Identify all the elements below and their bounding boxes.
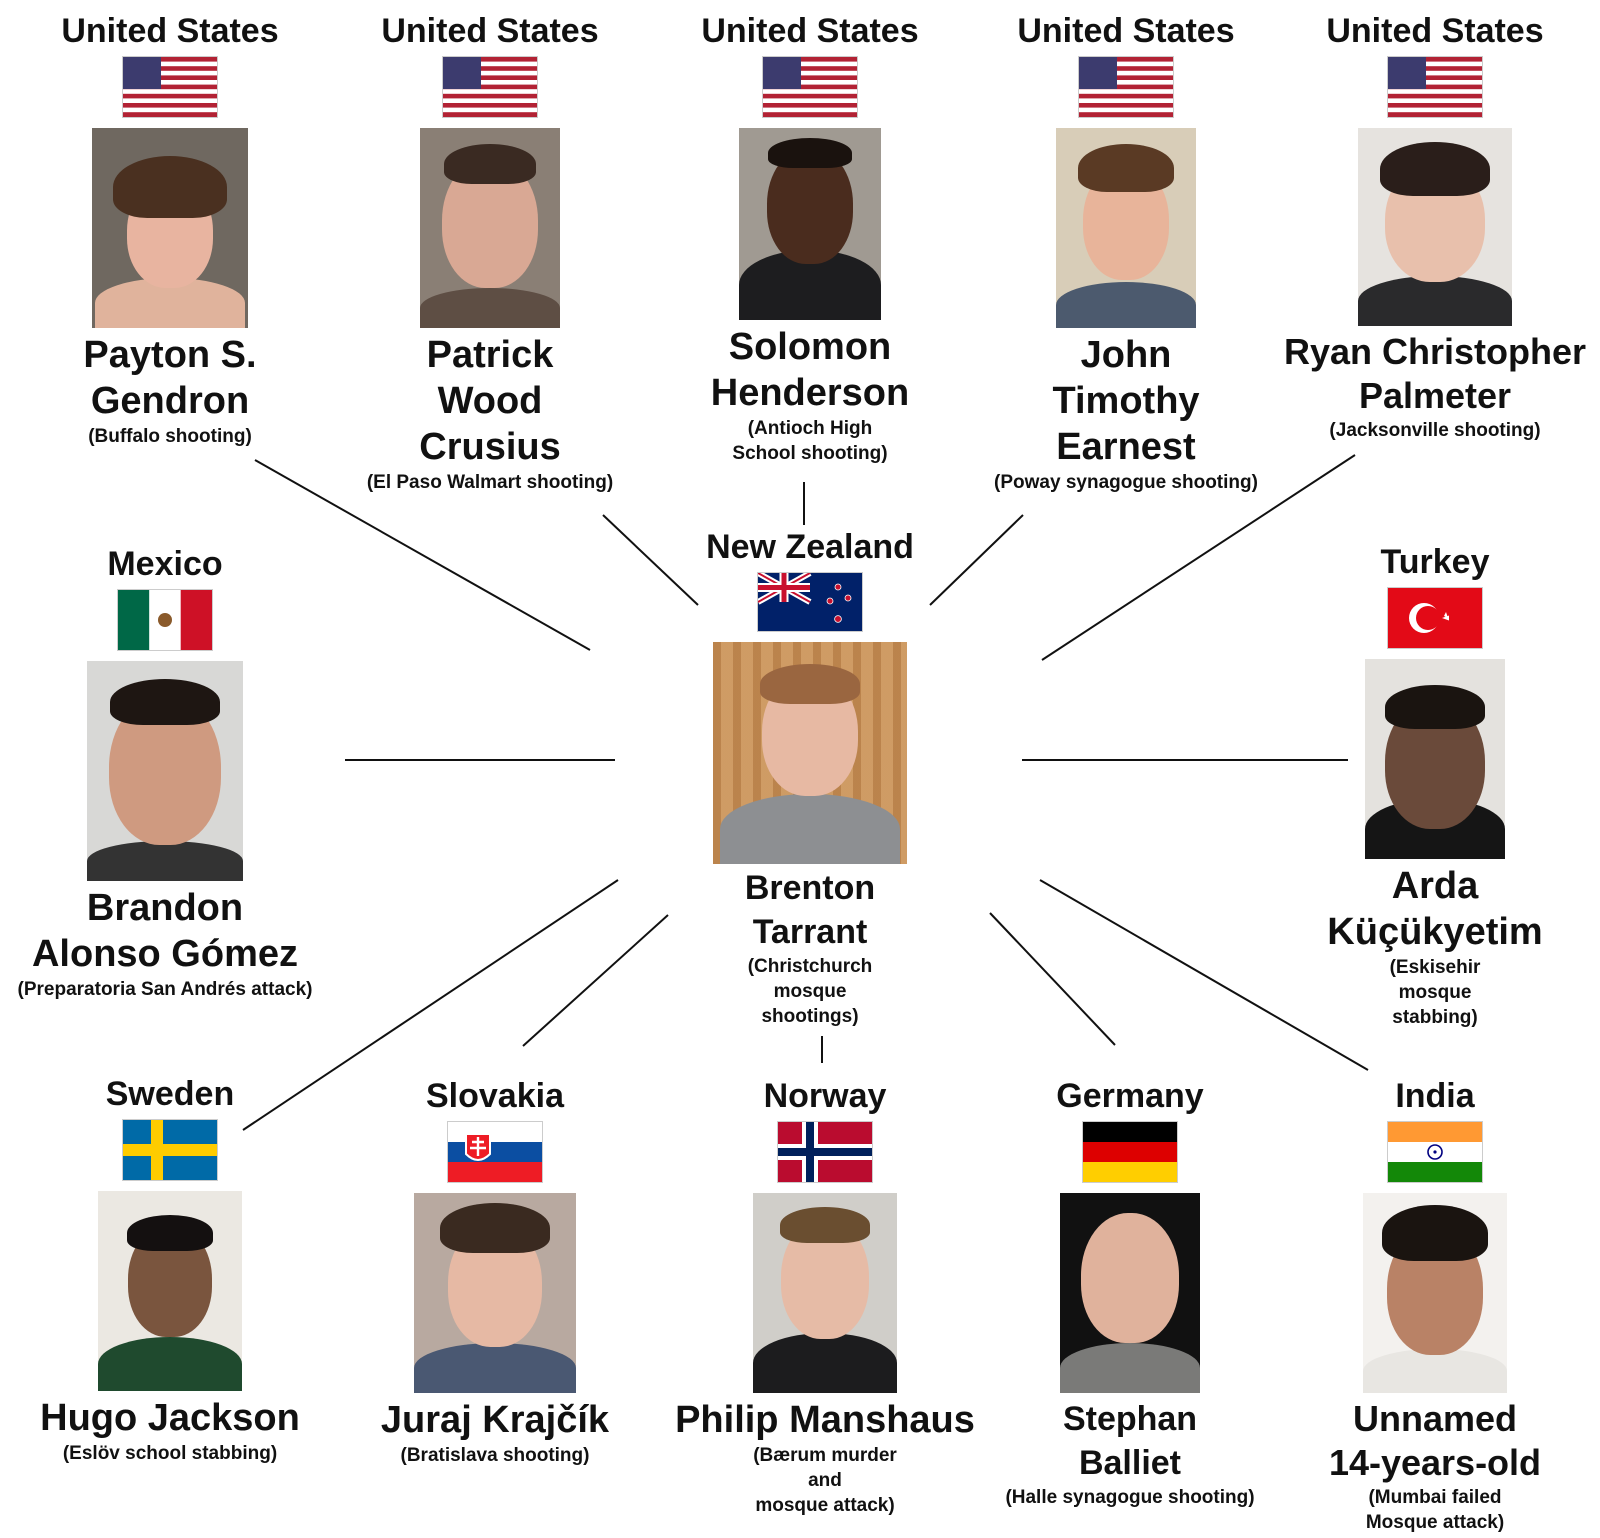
usa-flag-icon: [442, 56, 538, 118]
portrait-photo: [98, 1191, 242, 1391]
country-label: United States: [701, 12, 919, 50]
person-name: Payton S.Gendron: [83, 334, 257, 422]
portrait-photo: [713, 642, 907, 864]
sweden-flag-icon: [122, 1119, 218, 1181]
country-label: United States: [381, 12, 599, 50]
person-node: Slovakia Juraj Krajčík (Bratislava shoot…: [345, 1077, 645, 1468]
event-description: (Eslöv school stabbing): [62, 1443, 278, 1464]
connector-line: [1039, 879, 1369, 1071]
portrait-photo: [1365, 659, 1505, 859]
event-description: (Buffalo shooting): [88, 426, 252, 447]
portrait-photo: [420, 128, 560, 328]
event-description: (Poway synagogue shooting): [994, 472, 1258, 493]
slovakia-flag-icon: [447, 1121, 543, 1183]
country-label: Germany: [1056, 1077, 1204, 1115]
portrait-photo: [92, 128, 248, 328]
norway-flag-icon: [777, 1121, 873, 1183]
person-name: Juraj Krajčík: [380, 1399, 610, 1441]
portrait-photo: [87, 661, 243, 881]
country-label: United States: [1326, 12, 1544, 50]
country-label: United States: [61, 12, 279, 50]
new-zealand-flag-icon: [757, 572, 863, 632]
event-description: (Bratislava shooting): [400, 1445, 590, 1466]
country-label: United States: [1017, 12, 1235, 50]
country-label: New Zealand: [706, 528, 914, 566]
portrait-photo: [1056, 128, 1196, 328]
connector-line: [929, 514, 1024, 606]
connector-line: [242, 879, 619, 1131]
person-node: Sweden Hugo Jackson (Eslöv school stabbi…: [20, 1075, 320, 1466]
person-node: United States Payton S.Gendron (Buffalo …: [20, 12, 320, 449]
country-label: Mexico: [107, 545, 223, 583]
portrait-photo: [414, 1193, 576, 1393]
country-label: Norway: [763, 1077, 887, 1115]
portrait-photo: [1060, 1193, 1200, 1393]
event-description: (Jacksonville shooting): [1329, 420, 1541, 441]
usa-flag-icon: [762, 56, 858, 118]
connector-line: [522, 914, 669, 1047]
usa-flag-icon: [1078, 56, 1174, 118]
portrait-photo: [1358, 128, 1512, 326]
germany-flag-icon: [1082, 1121, 1178, 1183]
india-flag-icon: [1387, 1121, 1483, 1183]
connector-line: [989, 912, 1116, 1046]
country-label: India: [1395, 1077, 1475, 1115]
event-description: (El Paso Walmart shooting): [366, 472, 614, 493]
event-description: (Preparatoria San Andrés attack): [17, 979, 313, 1000]
event-description: (Halle synagogue shooting): [1005, 1487, 1255, 1508]
portrait-photo: [739, 128, 881, 320]
country-label: Turkey: [1380, 543, 1490, 581]
connector-line: [254, 459, 591, 651]
person-name: Hugo Jackson: [40, 1397, 300, 1439]
turkey-flag-icon: [1387, 587, 1483, 649]
country-label: Sweden: [105, 1075, 235, 1113]
country-label: Slovakia: [426, 1077, 564, 1115]
portrait-photo: [753, 1193, 897, 1393]
connector-line: [602, 514, 699, 606]
mexico-flag-icon: [117, 589, 213, 651]
portrait-photo: [1363, 1193, 1507, 1393]
usa-flag-icon: [1387, 56, 1483, 118]
person-name: Philip Manshaus: [675, 1399, 975, 1441]
connector-line: [1041, 454, 1356, 661]
usa-flag-icon: [122, 56, 218, 118]
